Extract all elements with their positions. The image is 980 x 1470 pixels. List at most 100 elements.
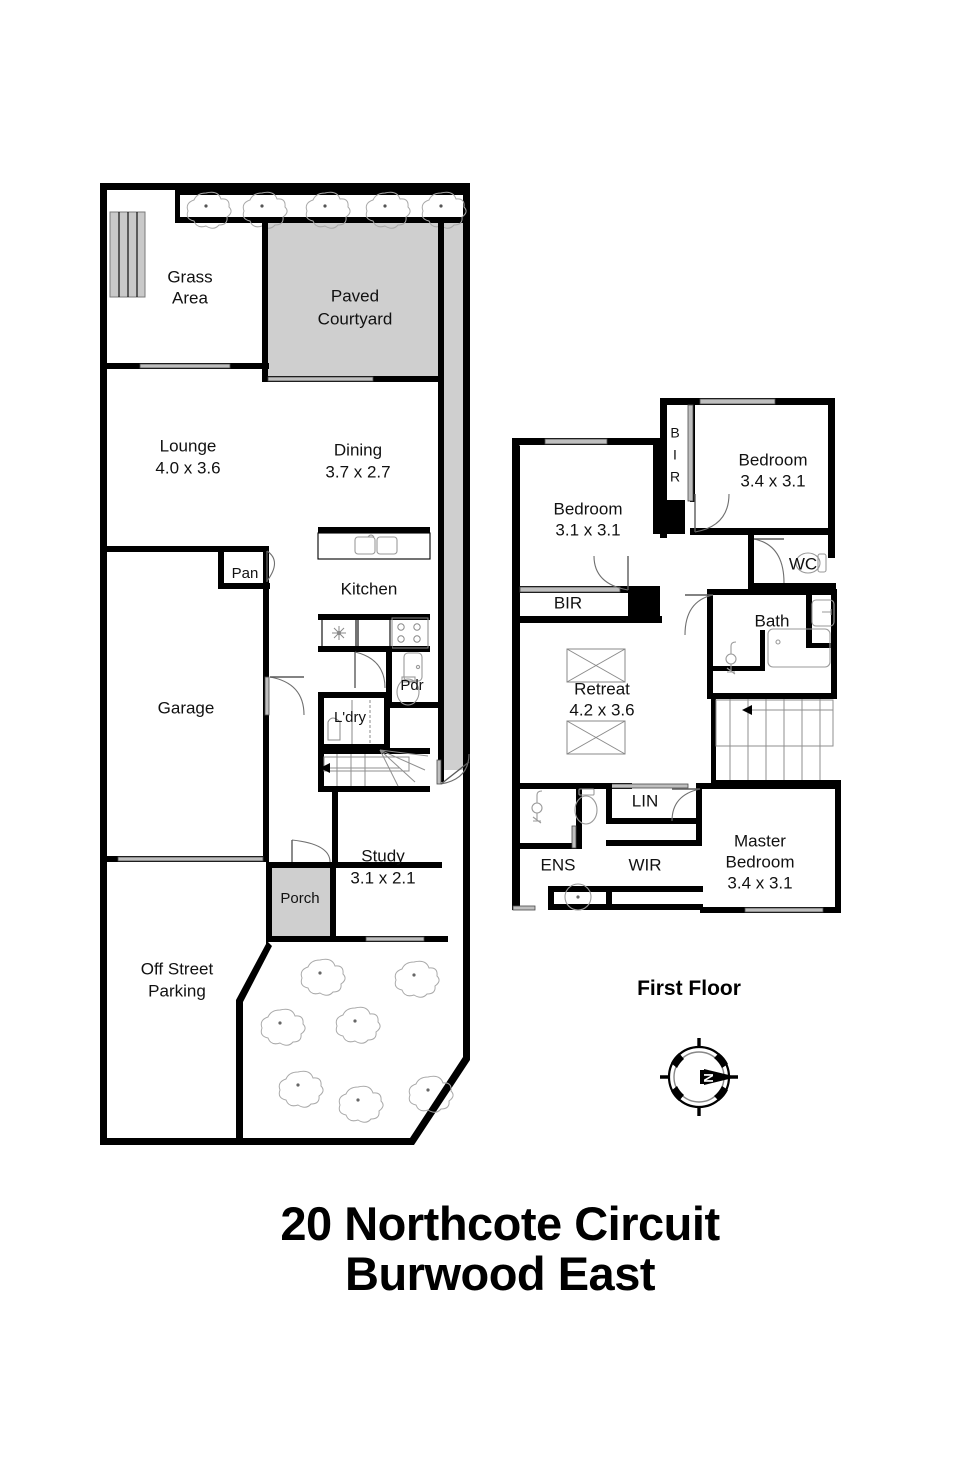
ens-divider-wall [512,843,582,849]
master-right-wall [835,783,841,913]
staircase-first [711,693,841,786]
bath-top-wall [707,589,837,595]
shrub-icon [408,1075,454,1113]
label-kitchen: Kitchen [341,579,398,598]
entry-door-opening [436,759,442,785]
label-garage: Garage [158,698,215,717]
ens-basin-drain [576,895,580,899]
bath-bottom-wall [707,693,837,699]
shrub-icon [421,191,467,229]
label-grass-line1: Grass [167,267,212,286]
garden-bed-bottom [175,217,463,223]
label-bir-r: R [670,469,680,485]
shrub-icon [335,1006,381,1044]
bedroom2-window [544,438,608,445]
porch-left-wall [266,862,272,942]
driveway-edge [236,940,272,1141]
lin-right-wall [696,783,702,846]
shower-icon [725,641,737,675]
garage-door-opening [264,676,270,716]
shrub-icon [260,1008,306,1046]
shrub-icon [338,1085,384,1123]
ens-vanity-bottom [548,904,703,910]
side-paving-fill [440,222,470,770]
shrub-icon [300,958,346,996]
bir-top-left-wall [660,398,667,538]
ens-shower-wall [576,783,582,849]
label-parking-line1: Off Street [141,959,214,978]
kitchen-bench-top-wall [318,527,430,533]
shrub-icon [186,191,232,229]
garden-bed-top [175,190,463,195]
ens-vanity-wall-left [548,886,554,910]
wc-left-wall [748,535,754,589]
shrub-row [186,191,467,229]
garden-bed-left [175,190,180,223]
label-grass-line2: Area [172,288,208,307]
laundry-room [318,692,390,750]
master-window [744,907,824,913]
entry-door-leaf [440,761,470,785]
ens-small-window [512,905,536,911]
ens-vanity-top [548,886,703,892]
staircase-ground [318,748,430,792]
decking-icon [109,211,146,298]
label-bedroom3-dim: 3.4 x 3.1 [740,471,805,490]
pantry-bottom-wall [218,583,270,589]
courtyard-right-wall [438,222,444,782]
label-study-dim: 3.1 x 2.1 [350,868,415,887]
wir-shelf-wall [606,840,701,846]
porch-study-wall [332,862,442,868]
shrub-icon [394,960,440,998]
wc-bottom-wall [748,583,836,589]
wc-fixtures [795,552,827,574]
shrub-icon [305,191,351,229]
ens-toilet-icon [574,788,598,825]
label-laundry: L'dry [334,709,367,726]
label-bedroom3: Bedroom [739,450,808,469]
compass-north-letter: N [701,1073,716,1082]
garage-door-arc [269,676,305,716]
label-wc: WC [789,554,817,573]
master-top-wall [696,783,841,789]
fan-icon [332,626,346,640]
powder-left-wall [386,646,392,706]
bedroom3-bottom-wall [690,528,835,535]
lounge-garage-wall [107,546,269,552]
label-porch: Porch [280,890,319,907]
bedroom2-right-wall [653,438,660,534]
ens-door-gap [571,825,577,849]
label-study: Study [361,846,405,865]
hall-door-arc [354,651,386,689]
label-courtyard-line1: Paved [331,286,379,305]
retreat-hatch-top [566,648,626,683]
window-courtyard [267,376,374,382]
bedroom2-pier [653,500,685,534]
master-door-arc [671,788,701,822]
address-line-1: 20 Northcote Circuit [280,1197,720,1250]
entry-door-arc [440,753,470,785]
porch-bottom-wall [266,936,338,942]
shower-wall-2 [760,630,765,670]
study-left-wall [332,786,338,868]
lin-bottom-wall [606,818,701,824]
label-bir: BIR [554,593,582,612]
label-wir: WIR [628,855,661,874]
shower-wall [707,666,765,671]
label-bedroom2-dim: 3.1 x 3.1 [555,520,620,539]
porch-fill [270,862,332,938]
cooktop-icon [391,617,429,649]
compass-rose: N [660,1038,738,1116]
label-bir-i: I [673,447,677,463]
retreat-hatch-bottom [566,720,626,755]
label-master-line1: Master [734,831,786,850]
shrub-icon [278,1070,324,1108]
powder-fixtures [396,652,423,706]
kitchen-sink-bench [317,532,431,560]
kitchen-appliance-bench [318,614,430,652]
lin-left-wall [606,783,612,823]
label-retreat: Retreat [574,679,630,698]
basin-icon [811,599,835,627]
